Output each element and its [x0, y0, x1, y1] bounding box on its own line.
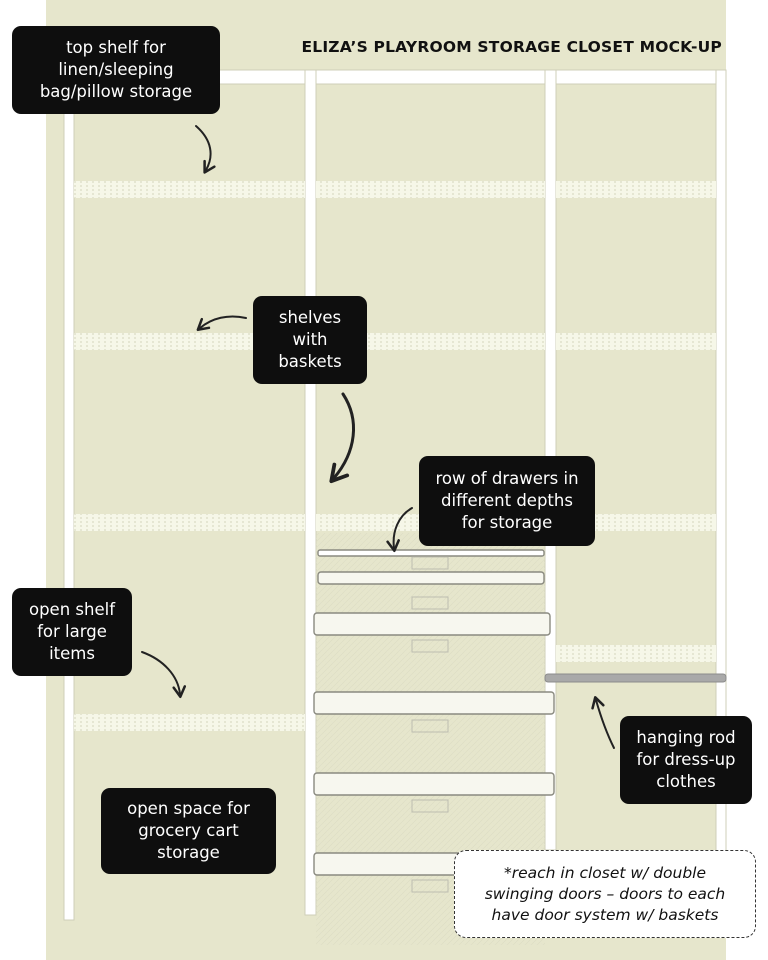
- diagram-title: ELIZA’S PLAYROOM STORAGE CLOSET MOCK-UP: [301, 38, 722, 56]
- callout-shelves-baskets: shelves with baskets: [253, 296, 367, 384]
- callout-top-shelf-text: top shelf for linen/sleeping bag/pillow …: [39, 38, 193, 101]
- curved-arrow-icon: [329, 392, 356, 484]
- callout-drawers-text: row of drawers in different depths for s…: [435, 469, 579, 532]
- closet-note: *reach in closet w/ double swinging door…: [454, 850, 756, 938]
- shelf-left-lower: [74, 714, 305, 731]
- curved-arrow-icon: [591, 696, 615, 749]
- drawer-3: [313, 612, 551, 636]
- shelf-row-2: [74, 333, 716, 350]
- callout-hanging-rod-text: hanging rod for dress-up clothes: [636, 728, 736, 791]
- callout-shelves-baskets-text: shelves with baskets: [278, 308, 342, 371]
- shelf-right-upper-rod: [556, 645, 716, 662]
- shelf-row-top: [74, 181, 716, 198]
- drawer-2: [317, 571, 545, 585]
- curved-arrow-icon: [196, 315, 247, 332]
- curved-arrow-icon: [141, 651, 187, 699]
- drawer-1: [317, 549, 545, 557]
- callout-open-space-text: open space for grocery cart storage: [127, 799, 250, 862]
- callout-top-shelf: top shelf for linen/sleeping bag/pillow …: [12, 26, 220, 114]
- curved-arrow-icon: [386, 507, 413, 553]
- callout-hanging-rod: hanging rod for dress-up clothes: [620, 716, 752, 804]
- center-left-panel: [304, 69, 317, 916]
- closet-note-text: *reach in closet w/ double swinging door…: [484, 863, 726, 924]
- curved-arrow-icon: [195, 125, 216, 174]
- drawer-4: [313, 691, 555, 715]
- callout-open-space: open space for grocery cart storage: [101, 788, 276, 874]
- callout-open-shelf-text: open shelf for large items: [28, 600, 116, 663]
- drawer-handles: [411, 556, 449, 893]
- hanging-rod: [544, 673, 727, 683]
- callout-open-shelf: open shelf for large items: [12, 588, 132, 676]
- left-side-panel: [63, 69, 75, 921]
- callout-drawers: row of drawers in different depths for s…: [419, 456, 595, 546]
- drawer-5: [313, 772, 555, 796]
